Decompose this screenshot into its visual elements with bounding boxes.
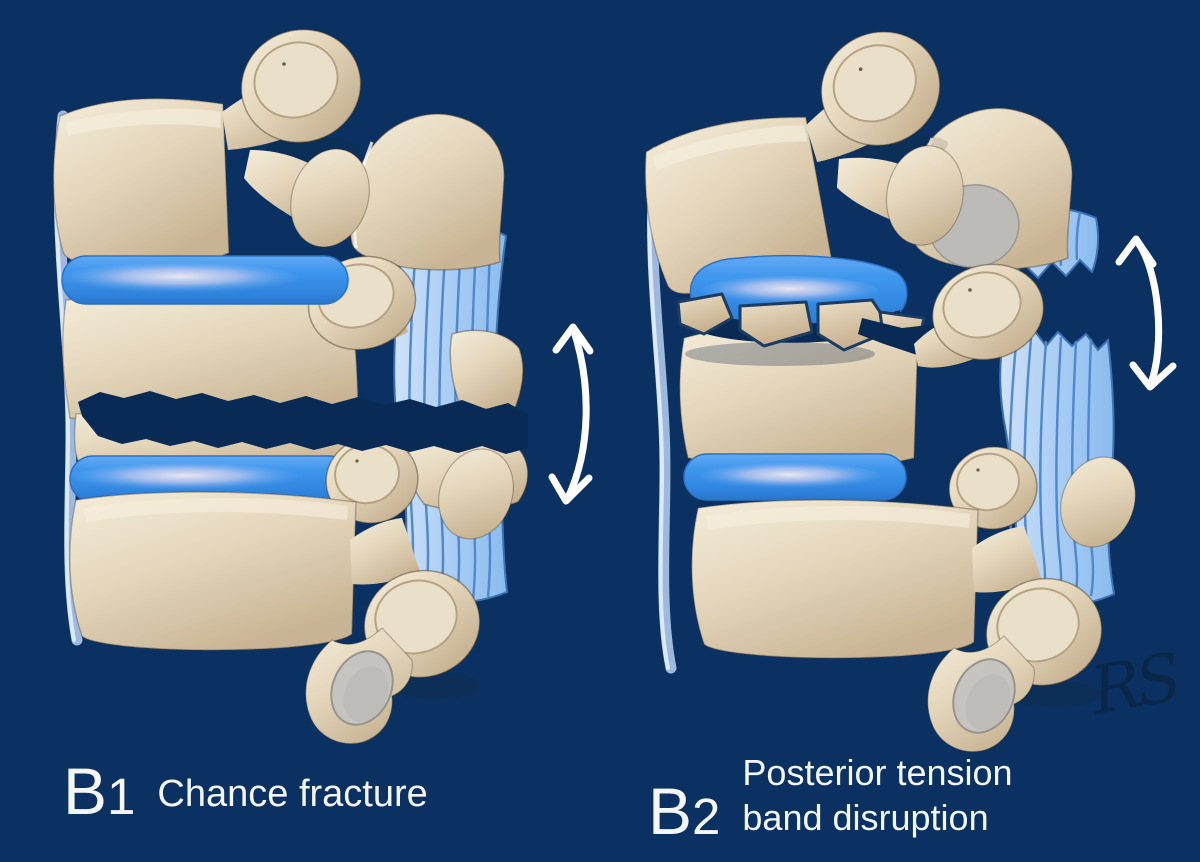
top-vertebra — [52, 13, 383, 267]
spinous-knob-ring — [942, 271, 1022, 339]
disc-glow — [700, 463, 880, 489]
disc-glow — [62, 263, 298, 293]
anterior-ligament-highlight — [647, 152, 670, 670]
curved-double-headed-arrow-b2 — [1115, 235, 1177, 391]
artist-signature: RS — [1084, 639, 1185, 730]
articular-knob-ring — [956, 452, 1020, 512]
pars-fragment-upper — [449, 329, 524, 411]
panel-caption-b2: Posterior tension band disruption — [742, 750, 1012, 841]
band-stripe — [1075, 211, 1082, 261]
knob-dot — [968, 288, 972, 292]
superior-articular-mass — [348, 113, 505, 271]
panel-letter: B — [648, 774, 693, 849]
panel-id-b2: B2 — [648, 778, 721, 846]
panel-id-b1: B1 — [63, 758, 136, 825]
arrow-head-up — [1115, 235, 1157, 268]
caption-line: Chance fracture — [157, 772, 428, 815]
arrow-head-up — [552, 323, 594, 355]
fracture-gap — [78, 391, 528, 454]
figure-b1 — [52, 13, 529, 745]
panel-digit: 2 — [692, 788, 721, 846]
bone-fragment — [676, 292, 734, 336]
panel-letter: B — [63, 754, 108, 828]
caption-line: band disruption — [742, 797, 989, 839]
disc-glow — [73, 463, 297, 491]
arrow-head-down — [1129, 361, 1177, 391]
caption-line: Posterior tension — [742, 752, 1013, 793]
arrow-head-down — [548, 473, 593, 505]
arrows — [548, 235, 1177, 505]
knob-dot — [355, 459, 359, 463]
panel-label-b1: B1 Chance fracture — [63, 758, 428, 825]
figure-b2 — [624, 5, 1149, 753]
panel-label-b2: B2 Posterior tension band disruption — [648, 750, 1013, 846]
panel-caption-b1: Chance fracture — [157, 771, 427, 819]
disc-glow — [702, 276, 878, 304]
arrow-shaft — [563, 324, 590, 504]
knob-dot — [976, 468, 980, 472]
panel-digit: 1 — [107, 768, 136, 825]
curved-double-headed-arrow-b1 — [548, 323, 594, 505]
bone-fragment — [738, 300, 814, 348]
fragment-shadow — [685, 342, 875, 366]
